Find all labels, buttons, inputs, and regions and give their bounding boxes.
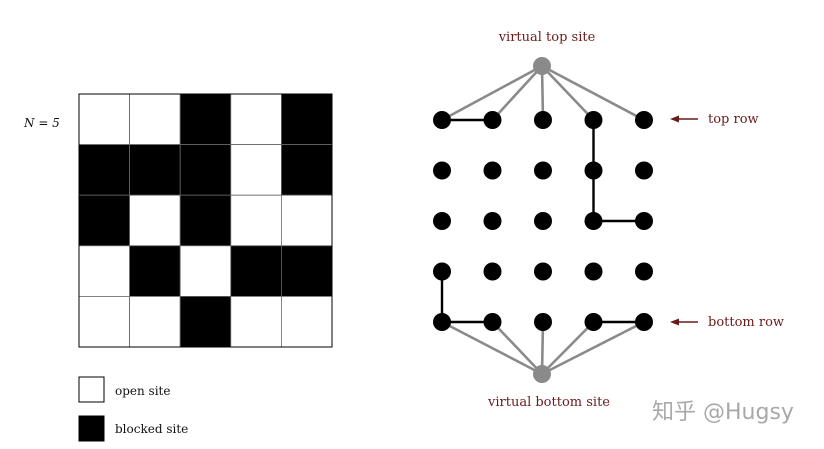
legend-blocked-swatch: [78, 415, 105, 442]
site-node: [433, 161, 451, 180]
top-row-label: top row: [708, 112, 759, 127]
grid-cell: [129, 295, 181, 348]
site-node: [534, 313, 552, 331]
grid-cell: [179, 245, 232, 297]
grid-cell: [78, 245, 130, 297]
virtual-top-edge: [441, 64, 543, 122]
virtual-bottom-edge: [441, 320, 543, 376]
site-node: [433, 111, 451, 129]
n-label: N = 5: [23, 116, 60, 130]
grid-cell: [230, 93, 282, 145]
grid-cell: [179, 194, 232, 247]
legend-blocked-label: blocked site: [115, 422, 188, 436]
site-node: [534, 111, 552, 129]
grid-cell: [230, 144, 282, 196]
site-node: [483, 313, 502, 331]
grid-cell: [280, 144, 333, 196]
grid-cell: [179, 295, 232, 348]
grid-cell: [280, 295, 333, 348]
site-node: [483, 161, 502, 180]
grid-cell: [230, 295, 282, 348]
legend-open-label: open site: [115, 384, 170, 398]
grid-cell: [280, 194, 333, 247]
top-row-arrow: [670, 115, 698, 123]
grid-cell: [129, 93, 181, 145]
grid-cell: [78, 144, 130, 196]
legend-open-swatch: [78, 376, 105, 403]
grid-cell: [78, 295, 130, 348]
virtual-bottom-label: virtual bottom site: [487, 395, 610, 410]
site-node: [635, 111, 653, 129]
grid-cell: [129, 194, 181, 247]
site-node: [534, 262, 552, 281]
site-node: [433, 262, 451, 281]
site-node: [635, 161, 653, 180]
virtual-bottom-edge: [541, 321, 595, 375]
site-node: [584, 212, 603, 230]
grid-cell: [179, 93, 232, 145]
site-node: [433, 212, 451, 230]
virtual-top-edge: [491, 65, 543, 121]
bottom-row-label: bottom row: [708, 315, 784, 330]
grid-cell: [179, 144, 232, 196]
grid-cell: [230, 245, 282, 297]
percolation-grid: [78, 93, 333, 348]
grid-cell: [230, 194, 282, 247]
site-nodes: [433, 111, 653, 331]
site-node: [534, 212, 552, 230]
virtual-bottom-edge: [541, 320, 645, 376]
grid-cell: [280, 245, 333, 297]
site-node: [635, 212, 653, 230]
grid-cell: [78, 194, 130, 247]
site-node: [584, 161, 603, 180]
virtual-top-label: virtual top site: [498, 30, 596, 45]
virtual-top-node: [533, 57, 551, 75]
grid-cell: [129, 144, 181, 196]
site-node: [584, 313, 603, 331]
grid-cell: [129, 245, 181, 297]
bottom-row-arrow: [670, 318, 698, 326]
site-node: [433, 313, 451, 331]
site-node: [534, 161, 552, 180]
grid-cell: [280, 93, 333, 145]
site-node: [635, 313, 653, 331]
virtual-bottom-node: [533, 365, 551, 383]
site-node: [584, 111, 603, 129]
virtual-bottom-edge: [491, 321, 543, 375]
watermark-text: 知乎 @Hugsy: [652, 400, 794, 425]
site-node: [483, 212, 502, 230]
site-node: [584, 262, 603, 281]
virtual-top-edge: [541, 65, 595, 121]
virtual-top-edge: [541, 64, 645, 122]
virtual-top-edge: [540, 65, 545, 121]
site-node: [483, 111, 502, 129]
grid-border: [78, 93, 333, 348]
virtual-edges: [441, 64, 645, 376]
grid-cell: [78, 93, 130, 145]
site-node: [635, 262, 653, 281]
site-node: [483, 262, 502, 281]
